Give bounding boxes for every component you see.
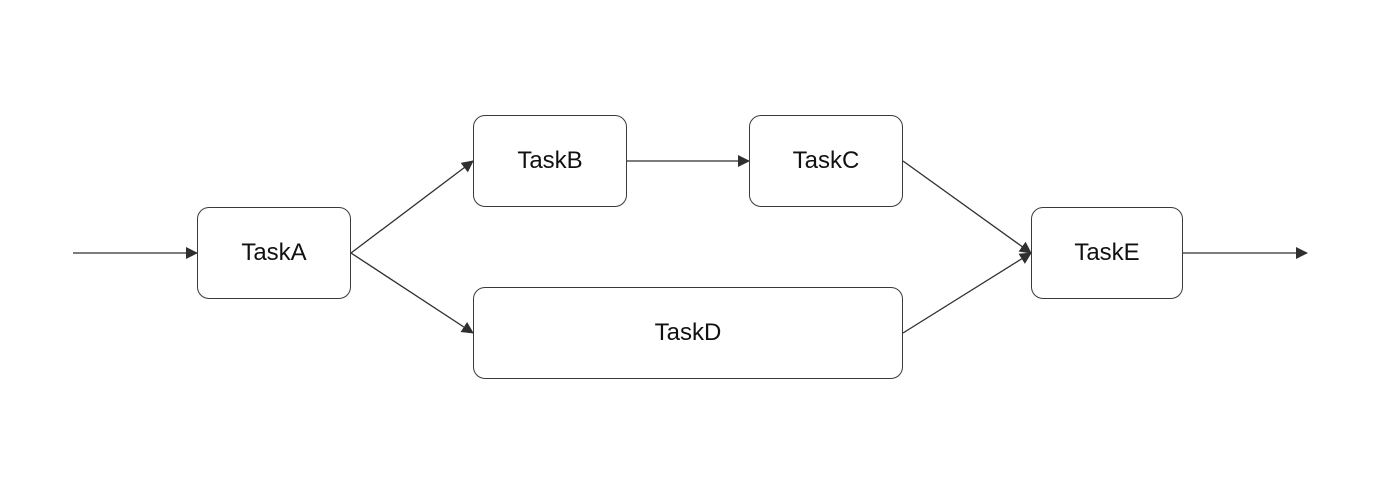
edge-taska-to-taskd [350,252,474,334]
task-node-d-label: TaskD [654,319,722,346]
edge-taskc-to-taske [902,160,1032,254]
task-node-c-label: TaskC [792,147,860,174]
edge-taskd-to-taske [902,252,1032,334]
task-node-e[interactable]: TaskE [1031,207,1183,299]
task-node-b-label: TaskB [517,147,583,174]
task-node-a[interactable]: TaskA [197,207,351,299]
task-node-e-label: TaskE [1074,239,1140,266]
task-node-a-label: TaskA [241,239,307,266]
task-node-c[interactable]: TaskC [749,115,903,207]
task-node-d[interactable]: TaskD [473,287,903,379]
edge-taska-to-taskb [350,160,474,254]
task-node-b[interactable]: TaskB [473,115,627,207]
